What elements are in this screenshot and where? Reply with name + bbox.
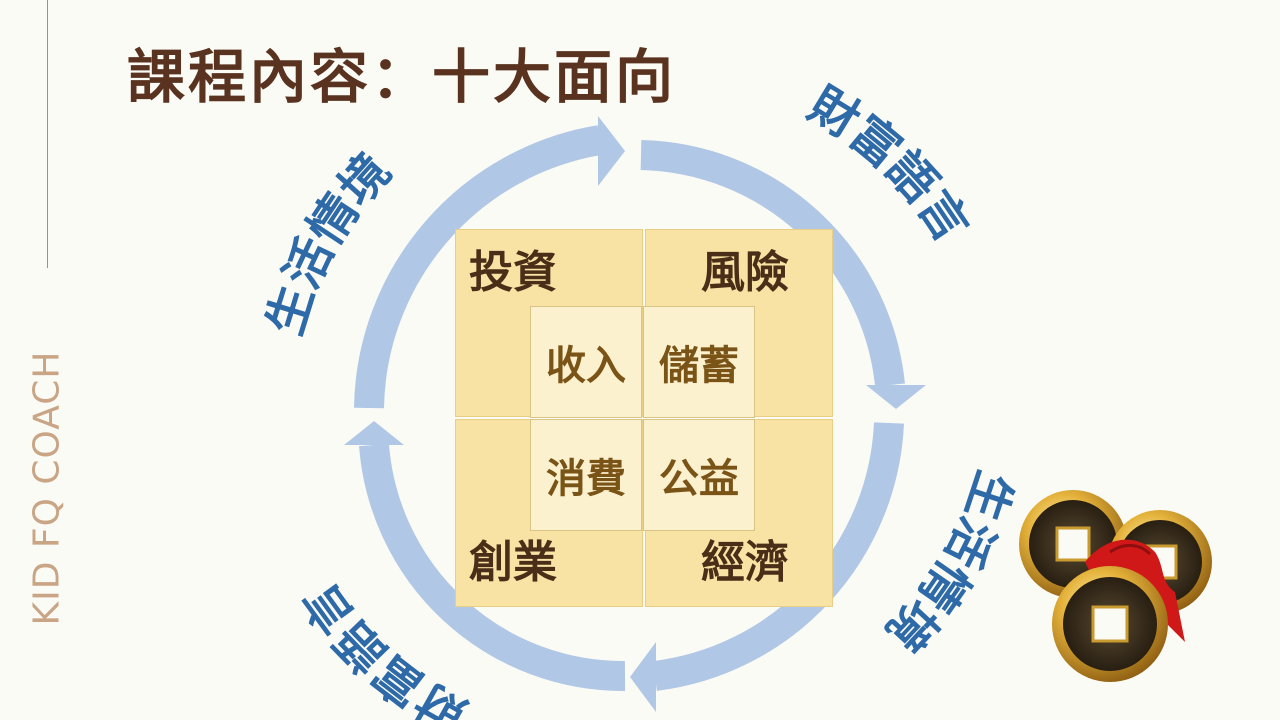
cycle-arrowhead-top-left <box>598 116 625 186</box>
topics-grid: 投資 風險 創業 經濟 收入 儲蓄 消費 公益 <box>455 229 833 607</box>
coin-front <box>1052 566 1168 682</box>
topic-charity: 公益 <box>643 419 755 531</box>
topic-risk: 風險 <box>701 247 789 298</box>
label-bottom-right: 生活情境 <box>875 464 1022 661</box>
cycle-arrowhead-bottom-right <box>630 642 656 712</box>
topic-income: 收入 <box>530 306 642 418</box>
topic-spending: 消費 <box>530 419 642 531</box>
topic-investment: 投資 <box>469 247 557 298</box>
cycle-arrow-top-left <box>354 125 603 409</box>
topic-economy: 經濟 <box>701 537 789 588</box>
slide-title: 課程內容：十大面向 <box>127 43 677 111</box>
label-bottom-right-text: 生活情境 <box>875 464 1022 661</box>
cycle-arrow-top-right <box>640 140 905 387</box>
cycle-arrowhead-top-right <box>866 385 926 409</box>
side-divider-line <box>47 0 48 268</box>
topic-savings: 儲蓄 <box>643 306 755 418</box>
cycle-arrow-bottom-left <box>359 443 626 692</box>
chinese-coins-image <box>1019 490 1212 682</box>
topic-entrepreneurship: 創業 <box>469 537 557 588</box>
cycle-arrowhead-bottom-left <box>344 421 404 445</box>
